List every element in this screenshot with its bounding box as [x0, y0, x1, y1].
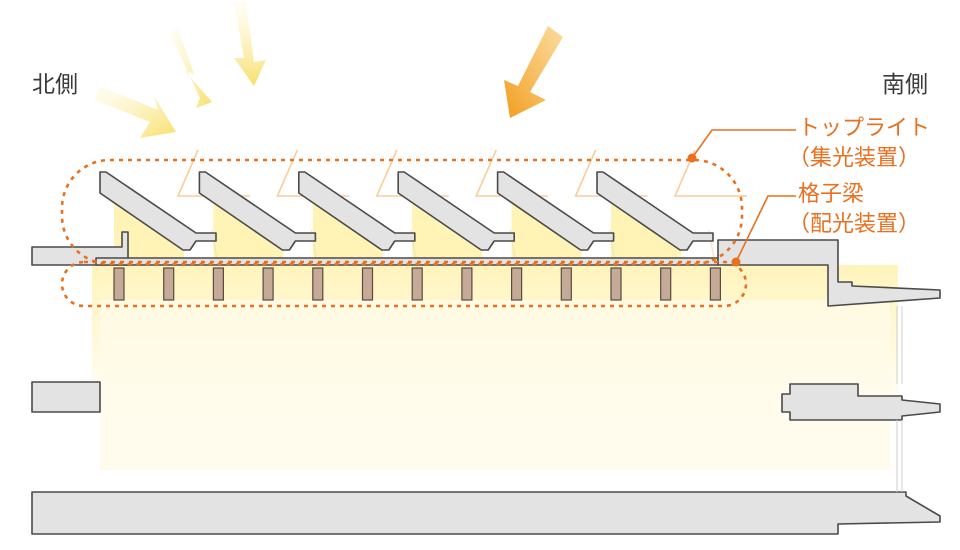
callout-graphics [60, 129, 796, 308]
beam-callout-title: 格子梁 [798, 182, 865, 207]
lattice-beam [163, 267, 175, 301]
lattice-beam [361, 267, 374, 301]
lattice-beam [461, 267, 473, 301]
sun-rays [94, 2, 563, 138]
strong-sun-ray [504, 26, 563, 118]
beam-callout: 格子梁 （配光装置） [788, 180, 920, 239]
louver [496, 171, 615, 251]
building-structure [31, 231, 941, 535]
reflection-line [673, 149, 747, 197]
lattice-beam [560, 267, 572, 301]
lattice-beam [511, 267, 523, 301]
sun-ray-right [234, 2, 266, 86]
lattice-beam [312, 267, 324, 301]
toplight-callout-subtitle: （集光装置） [788, 145, 921, 171]
toplight-leader-line [691, 129, 796, 159]
lattice-beam [411, 267, 423, 301]
louver [198, 171, 317, 251]
ground-floor-slab [31, 491, 941, 535]
toplight-louvers [99, 171, 714, 251]
south-label: 南側 [882, 72, 928, 98]
toplight-leader-dot [687, 153, 697, 163]
toplight-callout-outline [60, 158, 744, 266]
lattice-beam [113, 267, 125, 301]
south-floor-slab [781, 383, 941, 421]
interior-light-glow [92, 198, 898, 470]
louver [99, 171, 217, 251]
beam-callout-subtitle: （配光装置） [788, 211, 921, 237]
beam-leader-dot [731, 257, 741, 267]
lattice-beams [113, 267, 722, 301]
lattice-beam [610, 267, 622, 301]
beam-leader-line [735, 195, 796, 263]
lattice-beam [660, 267, 672, 301]
glow-lower [100, 300, 890, 470]
toplight-callout-title: トップライト [798, 116, 931, 141]
lattice-beam [212, 267, 224, 301]
sun-ray-left [94, 86, 176, 138]
louver [298, 171, 416, 251]
lattice-beam [709, 267, 722, 301]
toplight-glow-group [114, 198, 681, 262]
louver [596, 171, 714, 251]
north-floor-slab [31, 381, 101, 413]
north-roof-slab [31, 231, 129, 266]
north-label: 北側 [32, 72, 78, 98]
louver [397, 171, 515, 251]
sun-ray-middle [170, 28, 212, 108]
beam-callout-outline [60, 260, 748, 308]
south-roof-block [717, 239, 941, 307]
lattice-beam [262, 267, 274, 301]
toplight-callout: トップライト （集光装置） [788, 114, 931, 173]
